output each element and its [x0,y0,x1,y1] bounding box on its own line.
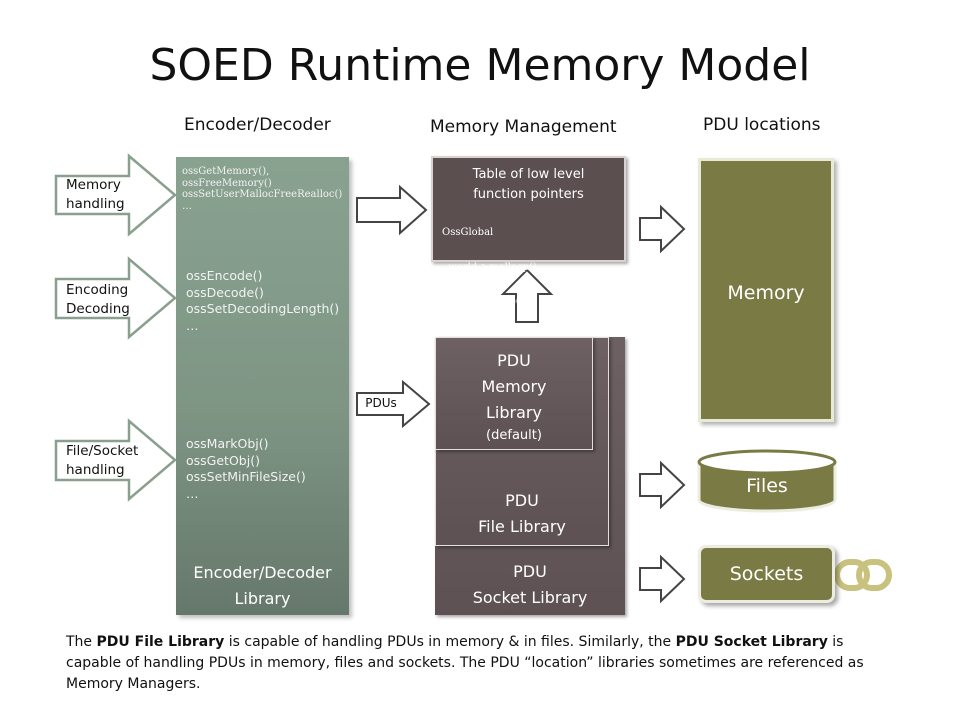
file-function-list: ossMarkObj() ossGetObj() ossSetMinFileSi… [186,436,306,502]
label-line: (default) [486,428,542,443]
caption-bold-segment: PDU Socket Library [675,634,828,650]
encoding-decoding-arrow [54,256,177,340]
label-line: Library [234,589,291,608]
label-line: Memory [481,377,547,396]
to-memory-arrow [639,204,686,254]
encoder-to-table-arrow [356,184,428,236]
arrow-text-memory-handling: Memory handling [66,176,125,214]
function-item: … [186,317,199,333]
arrow-line: handling [66,462,125,478]
function-item: ossSetMinFileSize() [186,469,306,484]
function-item: ossGetMemory(), [182,166,270,177]
file-socket-handling-arrow [54,418,177,502]
table-code: OssGlobal world->mallocp() world->freep(… [442,204,537,365]
encoding-function-list: ossEncode() ossDecode() ossSetDecodingLe… [186,268,339,334]
files-cylinder [697,449,837,513]
function-item: ossEncode() [186,268,263,283]
to-files-arrow [639,460,686,510]
function-item: ossSetUserMallocFreeRealloc() [182,189,343,200]
function-pointer-table: Table of low level function pointers Oss… [431,156,626,342]
pdus-arrow-label: PDUs [365,396,397,410]
label-line: PDU [497,351,531,370]
arrow-text-encoding-decoding: Encoding Decoding [66,281,130,319]
chain-link-icon [834,559,892,591]
function-item: ossGetObj() [186,452,260,468]
memory-location-label: Memory [727,282,805,304]
pdu-socket-library-label: PDU Socket Library [435,559,625,611]
page-title: SOED Runtime Memory Model [149,40,811,91]
heading-line: Table of low level [472,167,585,182]
caption-segment: is capable of handling PDUs in memory, f… [66,634,864,692]
function-item: ossSetDecodingLength() [186,301,340,316]
sockets-location-box: Sockets [698,545,835,603]
label-line: PDU [505,491,539,510]
memory-handling-arrow [54,153,177,237]
sockets-location-label: Sockets [729,563,804,585]
up-arrow [500,268,554,323]
files-location-label: Files [746,475,788,497]
label-line: PDU [513,562,547,581]
caption-text: The PDU File Library is capable of handl… [66,632,896,695]
function-item: ossDecode() [186,284,264,300]
caption-segment: is capable of handling PDUs in memory & … [224,634,676,650]
code-line: world->freep() [442,296,524,307]
column-header-encoder-decoder: Encoder/Decoder [184,115,331,135]
function-item: … [182,200,192,212]
pdu-file-library-label: PDU File Library [436,488,608,540]
code-line: … [442,330,468,342]
pdu-memory-library-box: PDU Memory Library (default) [435,337,593,450]
arrow-line: Encoding [66,282,129,298]
encoder-decoder-library-box: ossGetMemory(), ossFreeMemory() ossSetUs… [176,157,349,615]
arrow-line: File/Socket [66,443,139,459]
arrow-text-file-socket-handling: File/Socket handling [66,442,138,480]
label-line: File Library [478,517,566,536]
caption-bold-segment: PDU File Library [96,634,225,650]
code-line: world->mallocp() [442,261,537,273]
arrow-line: Decoding [66,301,130,317]
function-item: ossMarkObj() [186,436,269,451]
memory-location-box: Memory [698,158,834,422]
table-heading: Table of low level function pointers [433,165,624,205]
to-sockets-arrow [639,554,686,604]
label-line: Library [486,403,542,422]
code-line: OssGlobal [442,227,494,238]
memory-function-list: ossGetMemory(), ossFreeMemory() ossSetUs… [182,166,342,212]
heading-line: function pointers [473,187,584,202]
function-item: … [186,485,199,501]
label-line: Socket Library [472,588,588,607]
pdu-memory-library-label: PDU Memory Library (default) [436,348,592,446]
arrow-line: handling [66,196,125,212]
function-item: ossFreeMemory() [182,177,272,189]
label-line: Encoder/Decoder [193,563,332,582]
arrow-line: Memory [66,177,121,193]
encoder-decoder-library-label: Encoder/Decoder Library [176,560,349,612]
column-header-memory-management: Memory Management [430,117,617,137]
caption-segment: The [66,634,97,650]
column-header-pdu-locations: PDU locations [703,115,821,135]
pdus-arrow [356,379,431,429]
